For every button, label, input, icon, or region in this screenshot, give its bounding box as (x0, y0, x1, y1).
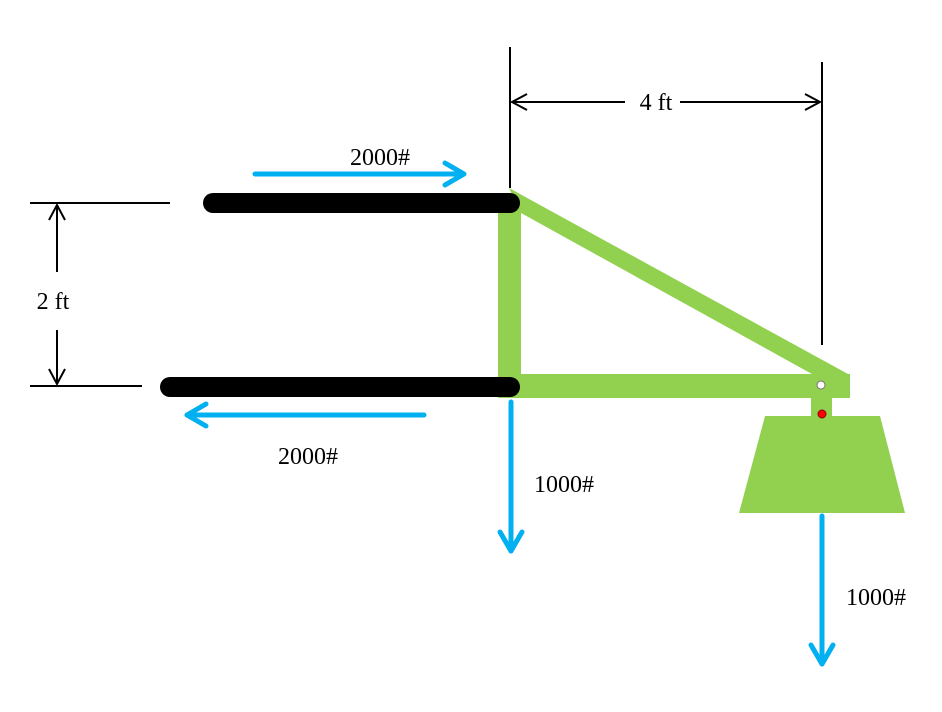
force-arrows (184, 160, 836, 667)
width-arrowhead-left (509, 93, 528, 111)
height-arrowhead-top (48, 202, 66, 221)
dimension-height (30, 202, 170, 387)
height-arrowhead-bottom (48, 368, 66, 387)
joint-force-label: 1000# (534, 472, 594, 498)
hanging-weight (739, 416, 905, 513)
cables (160, 193, 520, 397)
frame-diagonal-member (509, 188, 848, 384)
top-pin (816, 380, 826, 390)
width-dimension-label: 4 ft (640, 90, 673, 116)
dimension-width (509, 47, 823, 345)
frame-horizontal-member (498, 374, 850, 398)
weight-force-arrowhead (808, 642, 836, 667)
height-dimension-label: 2 ft (37, 289, 70, 315)
truss-frame (498, 188, 905, 513)
top-force-label: 2000# (350, 145, 410, 171)
bottom-pin (817, 409, 827, 419)
joint-force-arrowhead (497, 529, 525, 554)
width-arrowhead-right (804, 93, 823, 111)
top-force-arrowhead (442, 160, 467, 188)
bottom-force-label: 2000# (278, 444, 338, 470)
frame-hanger (811, 396, 832, 417)
bottom-force-arrowhead (184, 401, 209, 429)
frame-vertical-member (498, 198, 521, 398)
weight-force-label: 1000# (846, 585, 906, 611)
